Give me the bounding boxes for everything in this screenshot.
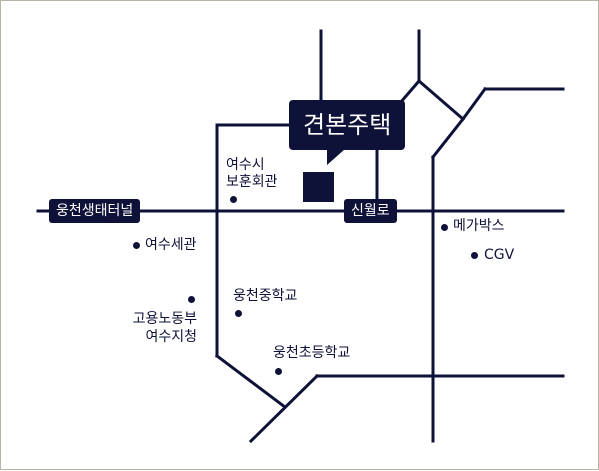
tunnel-label: 웅천생태터널 <box>56 203 134 219</box>
road-left-diagonal <box>214 353 288 410</box>
place-labor-line1: 고용노동부 <box>132 311 197 327</box>
place-middle-school: 웅천중학교 <box>233 288 298 304</box>
tunnel-tag: 웅천생태터널 <box>49 199 141 223</box>
place-megabox: 메가박스 <box>453 218 505 234</box>
road-right-diagonal-down <box>430 116 466 160</box>
labor-ministry-dot <box>188 296 195 303</box>
road-diagonal-to-right <box>460 86 488 122</box>
megabox-dot <box>441 224 448 231</box>
place-elementary-school: 웅천초등학교 <box>273 345 351 361</box>
cgv-dot <box>471 252 478 259</box>
road-diagonal-right <box>416 78 466 122</box>
callout-pointer <box>327 149 345 165</box>
place-veterans-hall-line2: 보훈회관 <box>226 174 278 190</box>
elementary-school-dot <box>275 368 282 375</box>
model-house-title: 견본주택 <box>303 111 392 139</box>
sinwol-ro-tag: 신월로 <box>344 199 397 223</box>
middle-school-dot <box>235 310 242 317</box>
model-house-callout: 견본주택 <box>289 100 406 150</box>
place-veterans-hall-line1: 여수시 <box>226 157 265 173</box>
sinwol-ro-label: 신월로 <box>351 203 390 219</box>
customs-dot <box>133 242 140 249</box>
road-bottom-diagonal <box>248 373 320 444</box>
place-customs: 여수세관 <box>145 237 197 253</box>
place-labor-line2: 여수지청 <box>145 329 197 345</box>
veterans-hall-dot <box>230 196 237 203</box>
model-house-marker <box>303 172 334 202</box>
place-cgv: CGV <box>484 247 515 263</box>
